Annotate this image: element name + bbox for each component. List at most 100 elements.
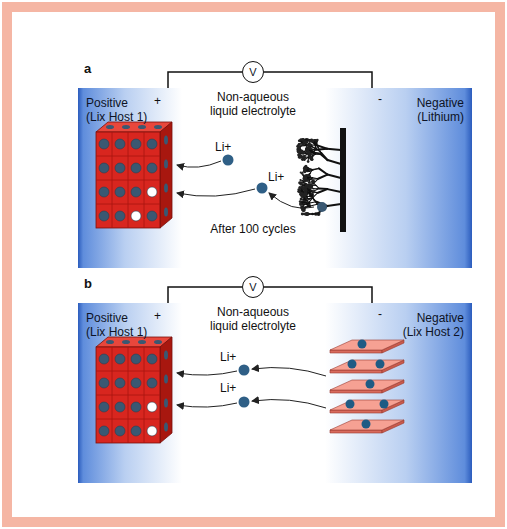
- host-cube: [96, 337, 172, 443]
- ion-label: -: [378, 92, 382, 106]
- circuit-wire: [264, 72, 372, 88]
- lithium-site: [147, 354, 157, 364]
- lithium-site: [131, 378, 141, 388]
- dendrite-branch: [312, 168, 318, 169]
- grid-line: [96, 419, 160, 420]
- region-label: Non-aqueous liquid electrolyte: [203, 305, 303, 333]
- dendrite-branch: [313, 213, 319, 214]
- lithium-site: [154, 340, 162, 344]
- dendrite-tip: [298, 139, 301, 142]
- dendrite-tip: [302, 152, 305, 155]
- dendrite-tip: [303, 159, 305, 161]
- dendrite-tip: [309, 156, 313, 160]
- dendrite-tip: [305, 186, 307, 188]
- dendrite-tip: [311, 180, 315, 184]
- dendrite-tip: [302, 209, 304, 211]
- dendrite-tip: [314, 139, 316, 141]
- layer-edge: [330, 370, 382, 373]
- dendrite-branch: [318, 189, 327, 193]
- dendrite-tip: [300, 206, 302, 208]
- lithium-site: [164, 375, 168, 384]
- lithium-site: [115, 426, 125, 436]
- layer-surface: [330, 420, 404, 430]
- cube-side-face: [160, 122, 172, 228]
- dendrite-tip: [297, 146, 301, 150]
- frame-border: [7, 7, 500, 522]
- ion-flow-arrow: [177, 371, 237, 375]
- layer-surface: [330, 340, 404, 350]
- lithium-ion: [239, 397, 250, 408]
- circuit-wire: [264, 287, 372, 303]
- dendrite-branch: [321, 153, 327, 160]
- dendrite-tip: [303, 180, 305, 182]
- host-layer: [330, 380, 404, 394]
- ion-label: +: [154, 94, 161, 108]
- dendrite-tip: [303, 192, 307, 196]
- lithium-site: [122, 340, 130, 344]
- dendrite-tip: [298, 186, 301, 189]
- electrode-label: Positive (Lix Host 1): [86, 96, 149, 124]
- lithium-site: [380, 400, 389, 409]
- dendrite-branch: [311, 151, 315, 153]
- dendrite-branch: [309, 213, 313, 214]
- dendrite-branch: [309, 213, 313, 214]
- lithium-site: [131, 139, 141, 149]
- lithium-site: [99, 402, 109, 412]
- grid-line: [96, 395, 160, 396]
- dendrite-branch: [308, 177, 312, 179]
- vacant-site: [147, 402, 157, 412]
- lithium-site: [147, 378, 157, 388]
- lithium-site: [147, 211, 157, 221]
- lithium-site: [99, 163, 109, 173]
- dendrite-branch: [308, 168, 312, 169]
- lithium-site: [115, 402, 125, 412]
- dendrite-branch: [311, 140, 314, 143]
- panel-letter: a: [84, 62, 91, 76]
- lithium-site: [99, 187, 109, 197]
- lithium-ion: [317, 202, 327, 212]
- lithium-site: [99, 139, 109, 149]
- ion-flow-arrow: [177, 403, 237, 407]
- host-cube: [96, 122, 172, 228]
- dendrite-branch: [316, 148, 321, 153]
- electrode-band: Positive (Lix Host 1): [78, 303, 182, 483]
- layer-surface: [330, 360, 404, 370]
- lithium-site: [115, 211, 125, 221]
- ion-flow-arrow: [177, 161, 221, 167]
- lithium-site: [138, 125, 146, 129]
- lithium-site: [99, 378, 109, 388]
- lithium-site: [164, 351, 168, 360]
- dendrite-branch: [319, 168, 328, 174]
- lithium-site: [147, 139, 157, 149]
- dendrite-branch: [327, 204, 341, 206]
- voltmeter-circle: V: [242, 276, 264, 298]
- cube-side-face: [160, 337, 172, 443]
- dendrite-branch: [307, 204, 311, 206]
- dendrite-tip: [302, 171, 304, 173]
- grid-line: [96, 180, 160, 181]
- meter-symbol: V: [249, 280, 256, 294]
- dendrite-tip: [306, 179, 309, 182]
- ion-flow-arrow: [269, 193, 314, 208]
- lithium-site: [131, 187, 141, 197]
- lithium-site: [115, 139, 125, 149]
- region-label: After 100 cycles: [196, 222, 310, 236]
- dendrite-tip: [299, 182, 302, 185]
- lithium-site: [115, 163, 125, 173]
- lithium-site: [376, 360, 385, 369]
- positive-electrode-ground: [78, 303, 182, 483]
- lithium-site: [346, 400, 355, 409]
- dendrite-branch: [313, 178, 319, 179]
- lithium-site: [131, 354, 141, 364]
- ion-label: Li+: [220, 350, 236, 364]
- dendrite-tip: [307, 160, 310, 163]
- circuit-wire: [168, 287, 242, 303]
- dendrite-branch: [316, 185, 319, 188]
- panel-letter: b: [84, 277, 92, 291]
- lithium-ion: [223, 155, 234, 166]
- ion-flow-arrow: [252, 368, 326, 376]
- lithium-site: [164, 184, 168, 193]
- negative-electrode-ground: [325, 88, 472, 268]
- vacant-site: [147, 187, 157, 197]
